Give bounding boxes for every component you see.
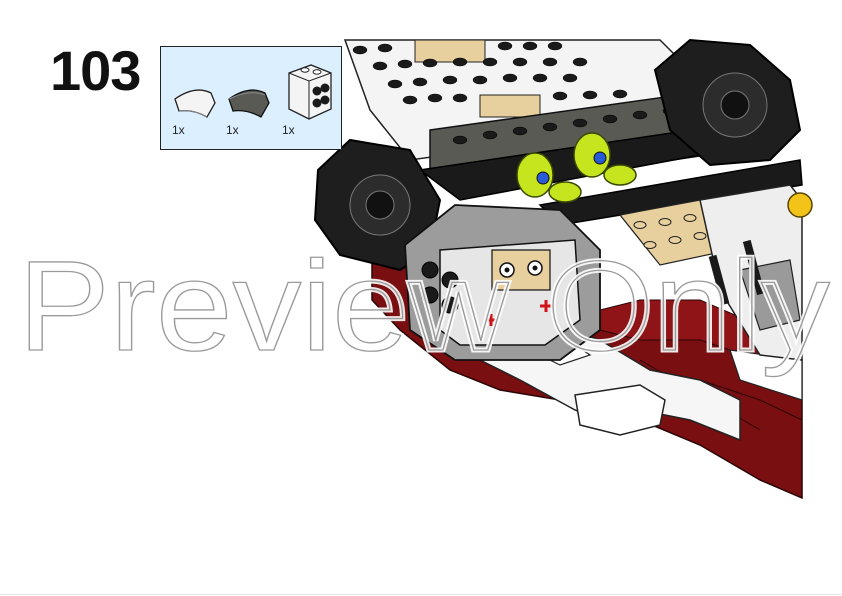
front-cockpit-module (404, 204, 601, 361)
part-quantity: 1x (172, 123, 185, 137)
right-black-gear (653, 38, 802, 167)
lime-engines (516, 132, 637, 203)
parts-list-box: 1x 1x 1x (160, 46, 342, 150)
step-number: 103 (50, 39, 141, 102)
dark-gray-curved-slope-icon (228, 89, 270, 118)
right-side-components (699, 184, 813, 361)
white-curved-slope-icon (174, 89, 216, 118)
page-bottom-rule (0, 594, 842, 595)
part-quantity: 1x (226, 123, 239, 137)
part-quantity: 1x (282, 123, 295, 137)
deck-studs (352, 41, 628, 105)
white-bracket-plate-icon (288, 64, 332, 120)
